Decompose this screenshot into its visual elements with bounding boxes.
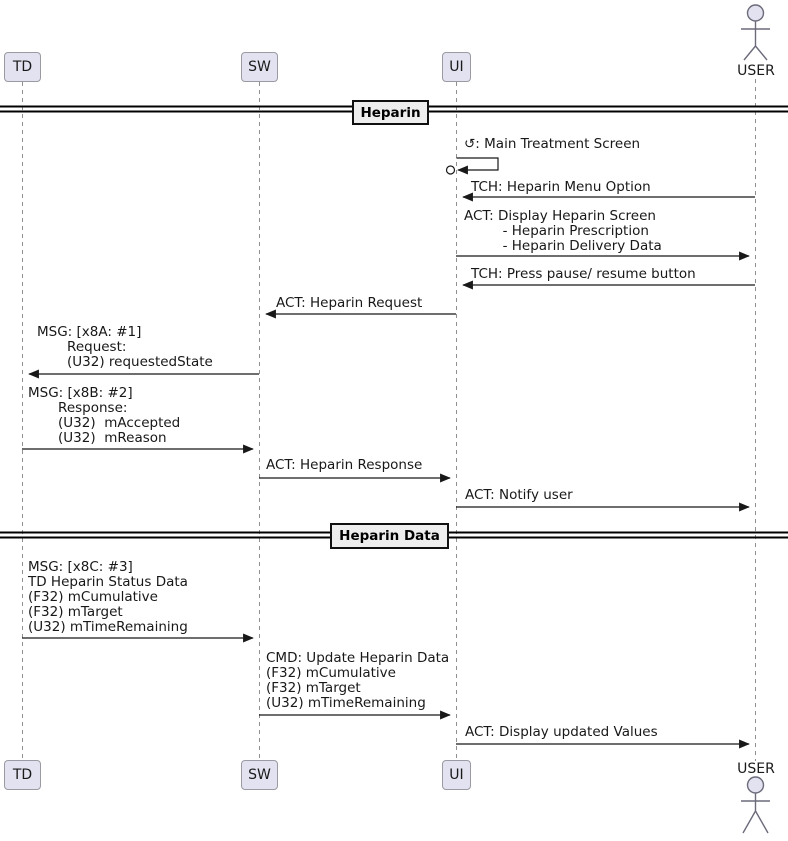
divider-heparin: Heparin	[352, 100, 429, 125]
participant-sw-top: SW	[241, 52, 278, 82]
self-message-circle	[445, 165, 456, 175]
message-label-display-updated-values: ACT: Display updated Values	[465, 724, 658, 740]
arrow-main-treatment-screen	[456, 157, 499, 175]
message-label-notify-user: ACT: Notify user	[465, 487, 573, 503]
divider-heparin-data: Heparin Data	[330, 523, 449, 549]
message-label-msg-x8c: MSG: [x8C: #3] TD Heparin Status Data (F…	[28, 559, 188, 635]
participant-ui-bottom: UI	[442, 760, 471, 790]
user-actor-bottom-icon	[741, 776, 770, 834]
message-label-display-heparin-screen: ACT: Display Heparin Screen - Heparin Pr…	[464, 208, 662, 254]
user-actor-top-icon	[741, 4, 770, 61]
participant-td-top: TD	[4, 52, 41, 82]
participant-td-bottom: TD	[4, 760, 41, 790]
actor-head	[746, 776, 765, 794]
message-label-msg-x8b: MSG: [x8B: #2] Response: (U32) mAccepted…	[28, 385, 181, 446]
lifelines	[22, 79, 756, 761]
message-label-update-heparin-data: CMD: Update Heparin Data (F32) mCumulati…	[266, 650, 450, 711]
participant-user-top-label: USER	[737, 63, 775, 79]
actor-head	[746, 4, 765, 22]
message-label-main-treatment-screen: ↺: Main Treatment Screen	[464, 136, 641, 152]
message-label-msg-x8a: MSG: [x8A: #1] Request: (U32) requestedS…	[37, 324, 213, 370]
message-label-press-pause-resume: TCH: Press pause/ resume button	[471, 266, 696, 282]
message-label-heparin-menu-option: TCH: Heparin Menu Option	[471, 179, 651, 195]
participant-user-bottom-label: USER	[737, 761, 775, 777]
message-arrows	[22, 157, 755, 749]
message-label-heparin-response: ACT: Heparin Response	[266, 457, 423, 473]
participant-ui-top: UI	[442, 52, 471, 82]
message-label-heparin-request: ACT: Heparin Request	[276, 295, 423, 311]
participant-sw-bottom: SW	[241, 760, 278, 790]
